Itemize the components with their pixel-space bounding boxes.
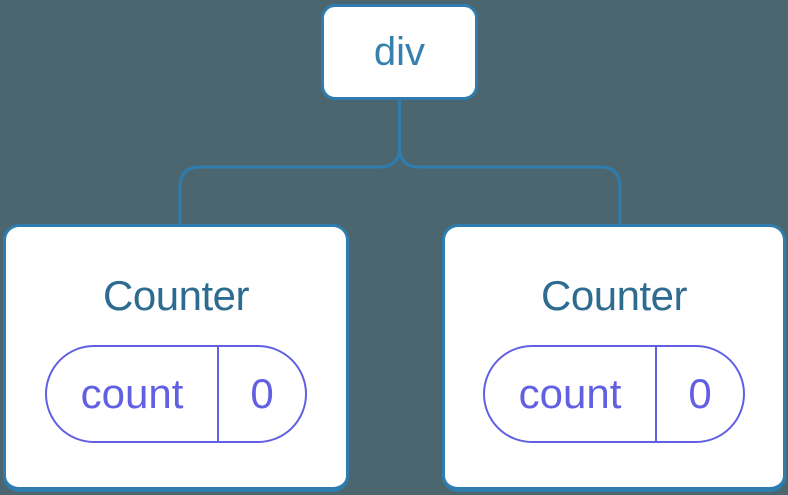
root-node-label: div bbox=[373, 30, 426, 74]
state-key-label: count bbox=[485, 347, 657, 442]
counter-card-right: Counter count 0 bbox=[442, 224, 786, 492]
state-key-label: count bbox=[47, 347, 219, 442]
root-node: div bbox=[321, 4, 478, 100]
connector-left-branch bbox=[178, 100, 401, 224]
component-title: Counter bbox=[541, 272, 687, 319]
component-title: Counter bbox=[103, 272, 249, 319]
counter-card-left: Counter count 0 bbox=[3, 224, 349, 492]
state-pill: count 0 bbox=[45, 345, 307, 444]
state-pill: count 0 bbox=[483, 345, 745, 444]
state-value: 0 bbox=[688, 370, 712, 418]
state-value: 0 bbox=[250, 370, 274, 418]
connector-right-branch bbox=[398, 100, 622, 224]
